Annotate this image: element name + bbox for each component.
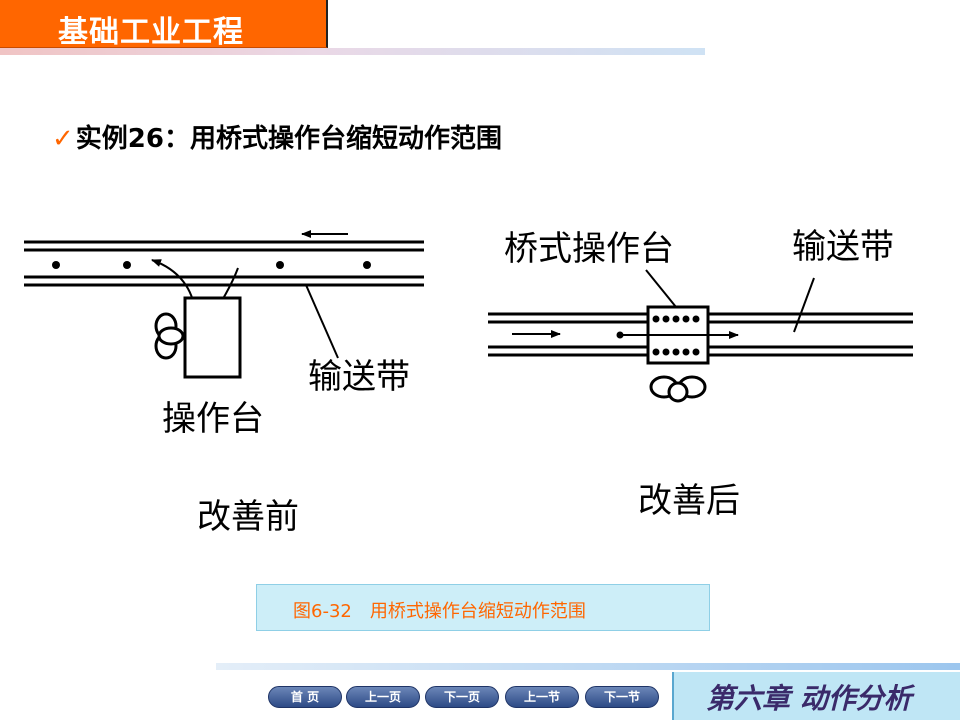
before-workbench-label: 操作台 [162, 399, 264, 439]
after-bridge-label: 桥式操作台 [504, 229, 674, 269]
next-page-button[interactable]: 下一页 [425, 686, 499, 708]
before-caption: 改善前 [197, 497, 299, 537]
after-bridge-leader [645, 269, 677, 308]
chapter-title: 第六章 动作分析 [706, 682, 912, 715]
footer-divider [216, 663, 960, 670]
course-title-banner: 基础工业工程 [0, 0, 328, 50]
before-conveyor-leader [305, 284, 339, 359]
next-section-button[interactable]: 下一节 [585, 686, 659, 708]
before-conveyor-items [52, 261, 371, 269]
figure-caption: 图6-32 用桥式操作台缩短动作范围 [293, 601, 586, 622]
before-workbench [183, 296, 242, 379]
header-divider [0, 48, 705, 55]
home-button[interactable]: 首 页 [268, 686, 342, 708]
figure-caption-box: 图6-32 用桥式操作台缩短动作范围 [256, 584, 710, 631]
checkmark-icon: ✓ [52, 124, 74, 154]
after-caption: 改善后 [638, 481, 740, 521]
after-conveyor-label: 输送带 [792, 227, 894, 267]
after-conveyor-leader [793, 277, 815, 333]
slide-heading: ✓实例26：用桥式操作台缩短动作范围 [52, 118, 502, 155]
after-bridge-items [616, 315, 700, 356]
prev-page-button[interactable]: 上一页 [346, 686, 420, 708]
before-operator-icon [154, 312, 185, 360]
slide-heading-text: 实例26：用桥式操作台缩短动作范围 [75, 124, 502, 154]
before-conveyor-label: 输送带 [308, 357, 410, 397]
before-conveyor [24, 240, 424, 287]
chapter-banner: 第六章 动作分析 [672, 672, 960, 720]
after-operator-icon [649, 375, 707, 403]
prev-section-button[interactable]: 上一节 [505, 686, 579, 708]
course-title: 基础工业工程 [58, 15, 244, 50]
